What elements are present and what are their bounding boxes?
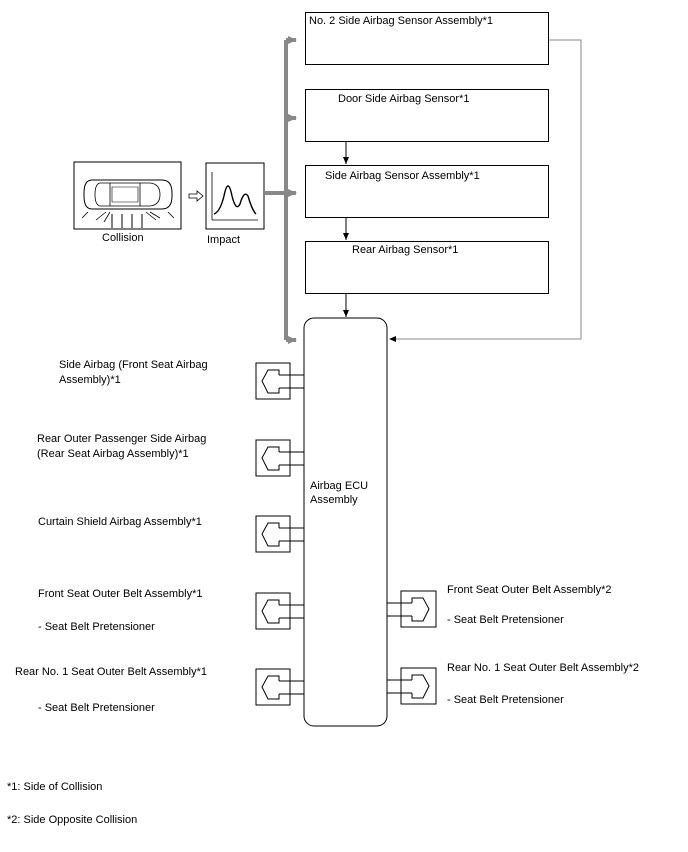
collision-label: Collision	[102, 232, 144, 244]
curtain-airbag-label: Curtain Shield Airbag Assembly*1	[38, 516, 202, 528]
connector-rear-outer-airbag	[255, 439, 304, 477]
collision-car-icon	[73, 161, 182, 230]
front-belt-left-label: Front Seat Outer Belt Assembly*1	[38, 588, 203, 600]
airbag-ecu-box	[303, 317, 388, 727]
side-airbag-sensor-assembly-box	[305, 165, 549, 218]
door-side-airbag-sensor-box	[305, 89, 549, 142]
footnote-side-opposite-collision: *2: Side Opposite Collision	[7, 814, 138, 826]
rear-airbag-sensor-box	[305, 241, 549, 294]
rear-outer-airbag-label-line2: (Rear Seat Airbag Assembly)*1	[37, 448, 189, 460]
rear-airbag-sensor-label: Rear Airbag Sensor*1	[352, 244, 459, 256]
connector-rear-belt-left	[255, 668, 304, 706]
ecu-label-line1: Airbag ECU	[310, 480, 369, 492]
connector-rear-belt-right	[387, 667, 437, 705]
right-output-connectors	[387, 590, 437, 705]
front-belt-right-label: Front Seat Outer Belt Assembly*2	[447, 584, 612, 596]
collision-to-impact-arrow	[188, 190, 204, 202]
side-airbag-label-line1: Side Airbag (Front Seat Airbag	[59, 359, 208, 371]
footnote-side-of-collision: *1: Side of Collision	[7, 781, 103, 793]
connector-front-belt-right	[387, 590, 437, 628]
side-airbag-sensor-assembly-label: Side Airbag Sensor Assembly*1	[325, 170, 480, 182]
rear-belt-right-label: Rear No. 1 Seat Outer Belt Assembly*2	[447, 662, 639, 674]
no2-sensor-to-ecu-line	[389, 39, 582, 342]
front-belt-right-pretensioner: - Seat Belt Pretensioner	[447, 614, 564, 626]
connector-curtain-airbag	[255, 515, 304, 553]
rear-belt-right-pretensioner: - Seat Belt Pretensioner	[447, 694, 564, 706]
ecu-label-line2: Assembly	[310, 494, 358, 506]
no2-side-airbag-sensor-box	[305, 12, 549, 65]
door-side-airbag-sensor-label: Door Side Airbag Sensor*1	[338, 93, 470, 105]
rear-outer-airbag-label-line1: Rear Outer Passenger Side Airbag	[37, 433, 207, 445]
side-airbag-label-line2: Assembly)*1	[59, 374, 121, 386]
left-output-connectors	[255, 362, 304, 706]
impact-label: Impact	[207, 234, 241, 246]
connector-side-airbag	[255, 362, 304, 400]
impact-graph-icon	[205, 162, 265, 230]
connector-front-belt-left	[255, 592, 304, 630]
rear-belt-left-label: Rear No. 1 Seat Outer Belt Assembly*1	[15, 666, 207, 678]
impact-bus	[264, 36, 297, 344]
front-belt-left-pretensioner: - Seat Belt Pretensioner	[38, 621, 155, 633]
rear-belt-left-pretensioner: - Seat Belt Pretensioner	[38, 702, 155, 714]
no2-side-airbag-sensor-label: No. 2 Side Airbag Sensor Assembly*1	[309, 15, 494, 27]
